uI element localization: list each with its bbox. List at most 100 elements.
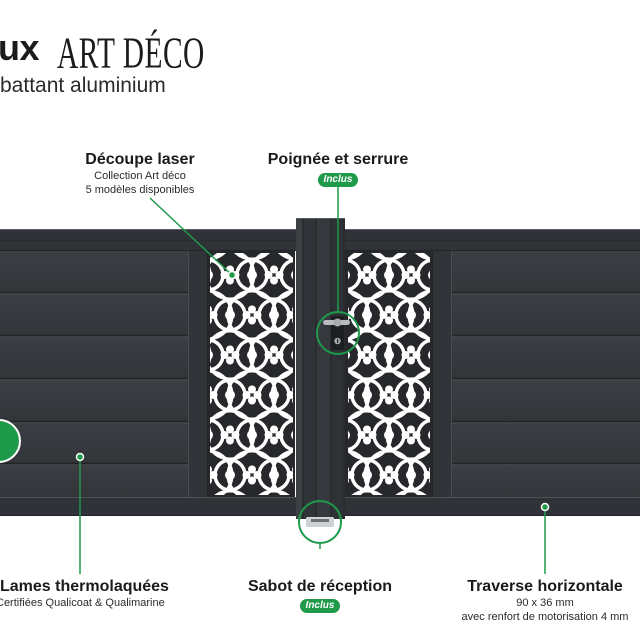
laser-cross-petal bbox=[270, 436, 278, 445]
laser-cross-petal bbox=[363, 276, 371, 285]
laser-arc-circle bbox=[258, 489, 290, 495]
laser-cross-petal bbox=[242, 391, 251, 399]
laser-ring-dot bbox=[296, 190, 306, 200]
laser-cross-petal bbox=[429, 317, 430, 324]
laser-arc-circle bbox=[250, 171, 298, 219]
laser-arc-circle bbox=[475, 171, 523, 219]
laser-ring-dot bbox=[291, 431, 293, 439]
collection-logo: ART DÉCO bbox=[57, 27, 205, 77]
receiving-shoe-slot bbox=[311, 519, 329, 522]
laser-cross-petal bbox=[429, 306, 430, 313]
slat bbox=[0, 292, 188, 335]
laser-cross-petal bbox=[363, 186, 371, 194]
laser-cross-petal bbox=[363, 436, 371, 445]
laser-arc-circle bbox=[407, 449, 430, 495]
stile-right-body bbox=[432, 251, 452, 497]
laser-cross-petal bbox=[320, 191, 328, 199]
handle-rose bbox=[333, 318, 342, 327]
laser-arc-circle bbox=[395, 489, 427, 495]
laser-cross-petal bbox=[270, 345, 278, 354]
laser-cross-petal bbox=[457, 191, 465, 199]
laser-cross-petal bbox=[276, 191, 284, 199]
laser-ring bbox=[348, 258, 362, 292]
laser-cross-petal bbox=[429, 397, 430, 404]
laser-ring bbox=[348, 338, 362, 372]
laser-ring bbox=[279, 418, 293, 452]
laser-ring-dot bbox=[291, 271, 293, 279]
callout-detail: 5 modèles disponibles bbox=[85, 184, 195, 196]
callout-laser-cut: Découpe laser Collection Art déco 5 modè… bbox=[40, 151, 240, 197]
laser-pattern bbox=[296, 171, 523, 525]
laser-cross-petal bbox=[423, 311, 430, 319]
laser-cross-petal bbox=[385, 396, 393, 405]
laser-cross-petal bbox=[363, 356, 371, 365]
laser-ring bbox=[237, 180, 267, 210]
product-subtitle: battant aluminium bbox=[0, 74, 166, 97]
laser-cross-petal bbox=[358, 517, 366, 525]
laser-cross-petal bbox=[210, 317, 212, 324]
laser-cross-petal bbox=[407, 436, 415, 445]
receiving-shoe bbox=[306, 517, 334, 527]
laser-cross-petal bbox=[210, 397, 212, 404]
callout-detail: 90 x 36 mm bbox=[516, 597, 574, 609]
slat bbox=[452, 292, 640, 335]
slats-marker-dot bbox=[75, 452, 85, 462]
laser-cross-petal bbox=[314, 197, 322, 205]
laser-cross-petal bbox=[270, 186, 278, 194]
laser-ring-dot bbox=[384, 190, 394, 200]
laser-cross-petal bbox=[242, 311, 251, 319]
laser-cross-petal bbox=[292, 477, 293, 484]
laser-cross-petal bbox=[265, 191, 273, 199]
laser-cross-petal bbox=[495, 186, 503, 194]
stile-right bbox=[432, 251, 452, 497]
laser-cross-petal bbox=[385, 465, 393, 474]
laser-arc-circle bbox=[270, 449, 293, 495]
laser-cross-petal bbox=[242, 471, 251, 479]
lock-keyhole bbox=[337, 339, 339, 343]
laser-cross-petal bbox=[314, 186, 322, 194]
laser-ring bbox=[210, 258, 225, 292]
laser-cross-petal bbox=[451, 186, 459, 194]
laser-cross-petal bbox=[348, 386, 349, 393]
laser-cross-petal bbox=[348, 477, 349, 484]
laser-cross-petal bbox=[407, 345, 415, 354]
rail-marker-dot bbox=[540, 502, 550, 512]
laser-ring-dot bbox=[428, 431, 430, 439]
slat bbox=[0, 378, 188, 421]
included-badge: Inclus bbox=[318, 173, 358, 187]
laser-cross-petal bbox=[379, 311, 388, 319]
laser-cross-petal bbox=[210, 386, 212, 393]
laser-ring-dot bbox=[247, 190, 257, 200]
laser-ring-dot bbox=[472, 190, 482, 200]
center-post-groove bbox=[304, 218, 315, 519]
laser-cross-petal bbox=[379, 391, 388, 399]
laser-ring bbox=[374, 180, 404, 210]
laser-ring-dot bbox=[384, 270, 394, 280]
edge-marker-circle bbox=[0, 419, 21, 463]
laser-cross-petal bbox=[226, 345, 234, 354]
laser-ring-dot bbox=[428, 190, 438, 200]
laser-cross-petal bbox=[451, 517, 459, 525]
handle-highlight-circle bbox=[316, 311, 360, 355]
laser-cross-petal bbox=[270, 425, 278, 434]
laser-arc-circle bbox=[407, 369, 430, 421]
slats-left bbox=[0, 251, 188, 497]
shoe-highlight-circle bbox=[298, 500, 342, 544]
laser-ring bbox=[210, 338, 225, 372]
laser-cross-petal bbox=[423, 391, 430, 399]
laser-cross-petal bbox=[407, 517, 415, 525]
product-title-fragment: ux bbox=[0, 27, 40, 68]
laser-cross-petal bbox=[407, 265, 415, 274]
laser-cut-marker-dot bbox=[227, 270, 237, 280]
laser-cross-petal bbox=[286, 471, 293, 479]
laser-cross-petal bbox=[270, 517, 278, 525]
laser-ring bbox=[210, 418, 225, 452]
laser-ring-dot bbox=[210, 270, 213, 280]
laser-ring-dot bbox=[247, 270, 257, 280]
stile-left-body bbox=[188, 251, 208, 497]
laser-ring bbox=[348, 418, 362, 452]
laser-ring bbox=[418, 180, 448, 210]
laser-cross-petal bbox=[226, 517, 234, 525]
